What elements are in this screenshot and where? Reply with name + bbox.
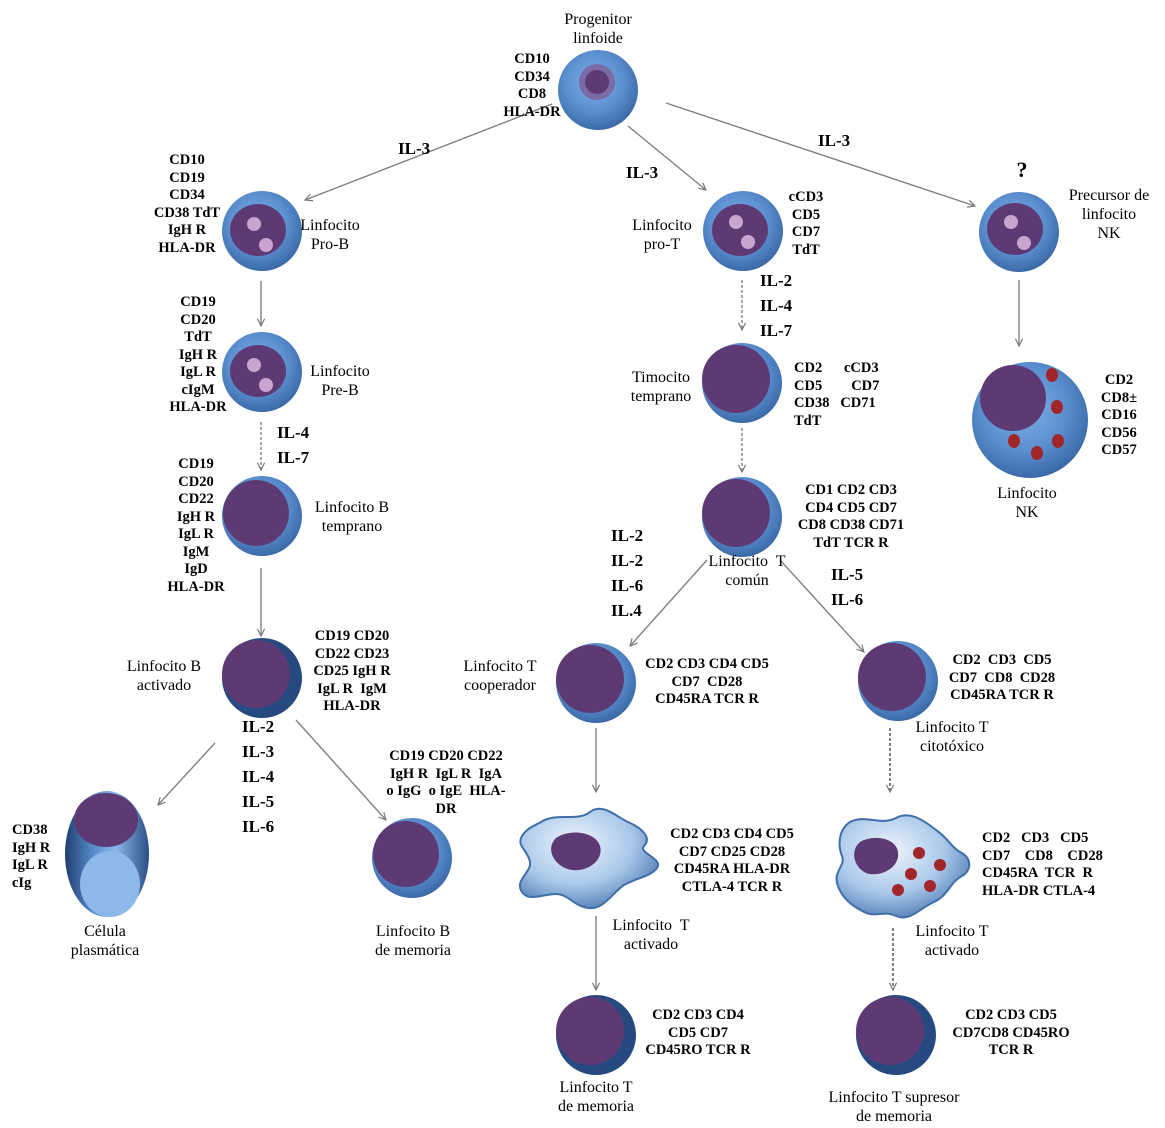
memory-suppressor-t-markers: CD2 CD3 CD5 CD7CD8 CD45RO TCR R [952,1007,1070,1058]
arrow-common-t-to-cytotoxic [779,559,864,652]
nk-precursor-marker: ? [1016,157,1028,182]
pro-b-name: Linfocito Pro-B [300,217,360,253]
arrow-common-t-to-helper [630,559,708,646]
helper-t-name: Linfocito T cooperador [463,658,537,694]
memory-b-name: Linfocito B de memoria [375,923,451,959]
progenitor-name: Progenitor linfoide [564,11,632,47]
pre-b-name: Linfocito Pre-B [310,363,370,399]
activated-helper-t-name: Linfocito T activado [612,917,690,953]
pro-b-markers: CD10 CD19 CD34 CD38 TdT IgH R HLA-DR [153,152,221,256]
activated-b-markers: CD19 CD20 CD22 CD23 CD25 IgH R IgL R IgM… [313,628,391,714]
nk-name: Linfocito NK [997,485,1057,521]
cytokine-to-pro-t: IL-3 [626,163,659,182]
memory-t-name: Linfocito T de memoria [558,1079,634,1115]
pre-b-cell-icon [222,332,302,412]
activated-cytotoxic-t-markers: CD2 CD3 CD5 CD7 CD8 CD28 CD45RA TCR R HL… [982,830,1103,899]
cytokine-pro-t-to-thymocyte: IL-2 IL-4 IL-7 [760,271,793,340]
activated-cytotoxic-t-cell-icon [835,814,971,919]
arrow-activated-b-to-memory-b [295,719,386,820]
cytokine-common-t-to-cytotoxic: IL-5 IL-6 [831,565,864,609]
early-thymocyte-cell-icon [702,343,782,423]
cytokine-pre-b-to-early-b: IL-4 IL-7 [277,423,310,467]
memory-b-cell-icon [372,818,452,898]
cytokine-to-pro-b: IL-3 [398,139,431,158]
common-t-markers: CD1 CD2 CD3 CD4 CD5 CD7 CD8 CD38 CD71 Td… [797,482,905,551]
cytotoxic-t-markers: CD2 CD3 CD5 CD7 CD8 CD28 CD45RA TCR R [948,652,1056,703]
arrow-progenitor-to-pro-b [305,103,553,200]
pro-t-cell-icon [703,191,783,271]
helper-t-cell-icon [556,643,636,723]
arrow-progenitor-to-pro-t [627,125,706,190]
memory-suppressor-t-cell-icon [856,995,936,1075]
early-thymocyte-markers: CD2 cCD3 CD5 CD7 CD38 CD71 TdT [794,360,880,429]
activated-b-cell-icon [222,638,302,718]
helper-t-markers: CD2 CD3 CD4 CD5 CD7 CD28 CD45RA TCR R [645,656,769,707]
activated-helper-t-cell-icon [519,807,660,910]
arrow-activated-b-to-plasma [158,742,216,805]
common-t-name: Linfocito T común [708,553,786,589]
common-t-cell-icon [702,477,782,557]
early-b-name: Linfocito B temprano [314,499,390,535]
nk-cell-icon [972,362,1088,478]
arrow-progenitor-to-nk-precursor [665,102,975,206]
cytotoxic-t-cell-icon [858,641,938,721]
memory-t-cell-icon [556,995,636,1075]
pro-t-name: Linfocito pro-T [632,217,692,253]
early-thymocyte-name: Timocito temprano [630,369,692,405]
nk-precursor-cell-icon [979,192,1059,272]
memory-b-markers: CD19 CD20 CD22 IgH R IgL R IgA o IgG o I… [386,748,506,817]
plasma-name: Célula plasmática [70,923,140,959]
pro-b-cell-icon [222,191,302,271]
nk-markers: CD2 CD8± CD16 CD56 CD57 [1100,372,1138,458]
progenitor-markers: CD10 CD34 CD8 HLA-DR [503,51,561,120]
cytotoxic-t-name: Linfocito T citotóxico [915,719,989,755]
activated-helper-t-markers: CD2 CD3 CD4 CD5 CD7 CD25 CD28 CD45RA HLA… [670,826,794,895]
plasma-cell-icon [65,791,149,917]
plasma-markers: CD38 IgH R IgL R cIg [12,822,51,891]
activated-b-name: Linfocito B activado [126,658,202,694]
nk-precursor-name: Precursor de linfocito NK [1068,187,1150,242]
pre-b-markers: CD19 CD20 TdT IgH R IgL R cIgM HLA-DR [169,294,227,415]
cytokine-activated-b-out: IL-2 IL-3 IL-4 IL-5 IL-6 [242,717,275,836]
early-b-markers: CD19 CD20 CD22 IgH R IgL R IgM IgD HLA-D… [167,456,225,595]
early-b-cell-icon [222,476,302,556]
activated-cytotoxic-t-name: Linfocito T activado [915,923,989,959]
cytokine-to-nk: IL-3 [818,131,851,150]
pro-t-markers: cCD3 CD5 CD7 TdT [788,189,824,258]
cytokine-common-t-to-helper: IL-2 IL-2 IL-6 IL.4 [611,526,644,620]
progenitor-cell-icon [558,50,638,130]
memory-suppressor-t-name: Linfocito T supresor de memoria [828,1089,960,1125]
memory-t-markers: CD2 CD3 CD4 CD5 CD7 CD45RO TCR R [645,1007,751,1058]
